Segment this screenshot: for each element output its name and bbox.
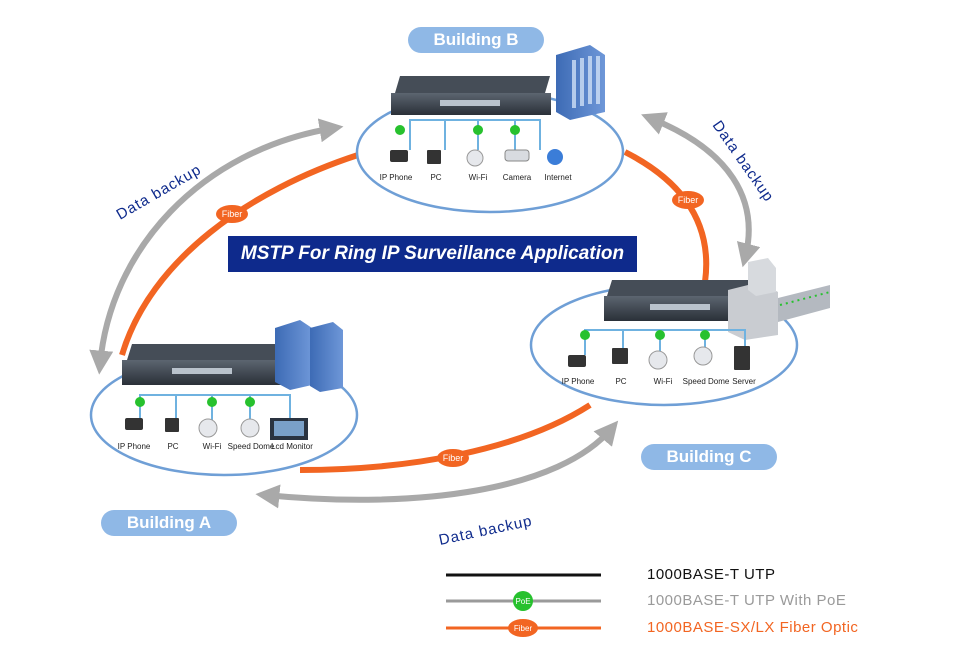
a-device-icons	[125, 418, 308, 440]
b-device-label: IP Phone	[380, 173, 413, 182]
poe-badges	[135, 125, 710, 407]
fiber-badge-b-c	[672, 191, 704, 209]
legend-fiber-text: Fiber	[514, 624, 533, 633]
legend-poe-text: PoE	[515, 597, 530, 606]
building-b-label: Building B	[408, 27, 544, 53]
c-device-label: Wi-Fi	[654, 377, 673, 386]
fiber-badge-a-b	[216, 205, 248, 223]
fiber-text-2: Fiber	[678, 195, 699, 205]
b-device-label: PC	[430, 173, 441, 182]
b-device-label: Camera	[503, 173, 532, 182]
backup-arrows	[89, 112, 761, 509]
legend-text-poe: 1000BASE-T UTP With PoE	[647, 592, 847, 609]
backup-arrow-a-b	[89, 118, 344, 375]
building-c-label: Building C	[641, 444, 777, 470]
building-b-icon	[556, 45, 605, 120]
fiber-text-1: Fiber	[222, 209, 243, 219]
backup-arrow-c-a	[255, 420, 619, 509]
legend-fiber-badge	[508, 619, 538, 637]
b-device-icons	[390, 149, 563, 167]
backup-arrow-b-c	[641, 112, 761, 268]
b-device-label: Wi-Fi	[469, 173, 488, 182]
a-device-label: Lcd Monitor	[271, 442, 313, 451]
c-device-label: IP Phone	[562, 377, 595, 386]
building-a-icon	[275, 320, 343, 392]
data-backup-label-3: Data backup	[437, 512, 534, 548]
diagram-title: MSTP For Ring IP Surveillance Applicatio…	[228, 236, 637, 272]
b-device-label: Internet	[544, 173, 572, 182]
switch-a	[122, 344, 282, 385]
building-a-label: Building A	[101, 510, 237, 536]
c-device-icons	[568, 346, 750, 370]
c-device-label: Speed Dome	[683, 377, 730, 386]
fiber-badge-c-a	[437, 449, 469, 467]
legend-text-utp: 1000BASE-T UTP	[647, 566, 776, 583]
legend-poe-badge	[513, 591, 533, 611]
a-device-label: Wi-Fi	[203, 442, 222, 451]
fiber-text-3: Fiber	[443, 453, 464, 463]
a-device-label: Speed Dome	[228, 442, 275, 451]
building-c-icon	[728, 258, 831, 340]
switch-b	[391, 76, 551, 115]
a-device-label: PC	[167, 442, 178, 451]
legend-lines	[446, 573, 601, 637]
a-device-label: IP Phone	[118, 442, 151, 451]
legend-text-fiber: 1000BASE-SX/LX Fiber Optic	[647, 619, 859, 636]
fiber-link-b-c	[623, 149, 710, 283]
c-device-label: PC	[615, 377, 626, 386]
c-device-label: Server	[732, 377, 756, 386]
fiber-badges	[216, 191, 704, 467]
